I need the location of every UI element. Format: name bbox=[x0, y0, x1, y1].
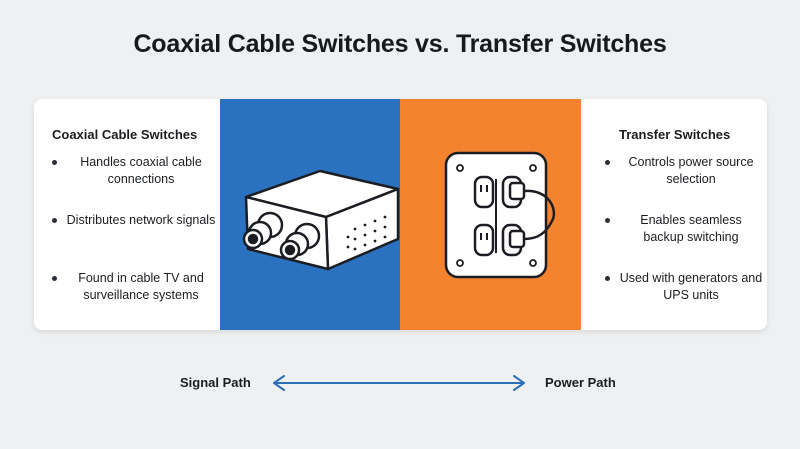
page-title: Coaxial Cable Switches vs. Transfer Swit… bbox=[133, 30, 667, 58]
comparison-card: Coaxial Cable Switches Handles coaxial c… bbox=[34, 99, 767, 330]
transfer-bullet: Enables seamless backup switching bbox=[605, 212, 763, 246]
coaxial-column: Coaxial Cable Switches Handles coaxial c… bbox=[34, 99, 220, 330]
bullet-dot-icon bbox=[605, 276, 610, 281]
double-headed-arrow-icon bbox=[273, 375, 525, 391]
transfer-bullet: Controls power source selection bbox=[605, 154, 763, 188]
coaxial-heading: Coaxial Cable Switches bbox=[52, 127, 198, 142]
coaxial-bullet: Found in cable TV and surveillance syste… bbox=[52, 270, 216, 304]
coaxial-bullet: Distributes network signals bbox=[52, 212, 216, 229]
transfer-switch-outlet-icon bbox=[444, 151, 556, 279]
bullet-dot-icon bbox=[605, 160, 610, 165]
bullet-dot-icon bbox=[52, 276, 57, 281]
transfer-column: Transfer Switches Controls power source … bbox=[581, 99, 767, 330]
bullet-dot-icon bbox=[52, 160, 57, 165]
bullet-dot-icon bbox=[605, 218, 610, 223]
coaxial-switch-box-icon bbox=[242, 169, 400, 271]
transfer-device-panel bbox=[400, 99, 581, 330]
coaxial-device-panel bbox=[220, 99, 400, 330]
coaxial-bullet: Handles coaxial cable connections bbox=[52, 154, 216, 188]
transfer-heading: Transfer Switches bbox=[619, 127, 731, 142]
transfer-bullet: Used with generators and UPS units bbox=[605, 270, 763, 304]
bullet-dot-icon bbox=[52, 218, 57, 223]
signal-path-label: Signal Path bbox=[180, 375, 251, 390]
power-path-label: Power Path bbox=[545, 375, 616, 390]
